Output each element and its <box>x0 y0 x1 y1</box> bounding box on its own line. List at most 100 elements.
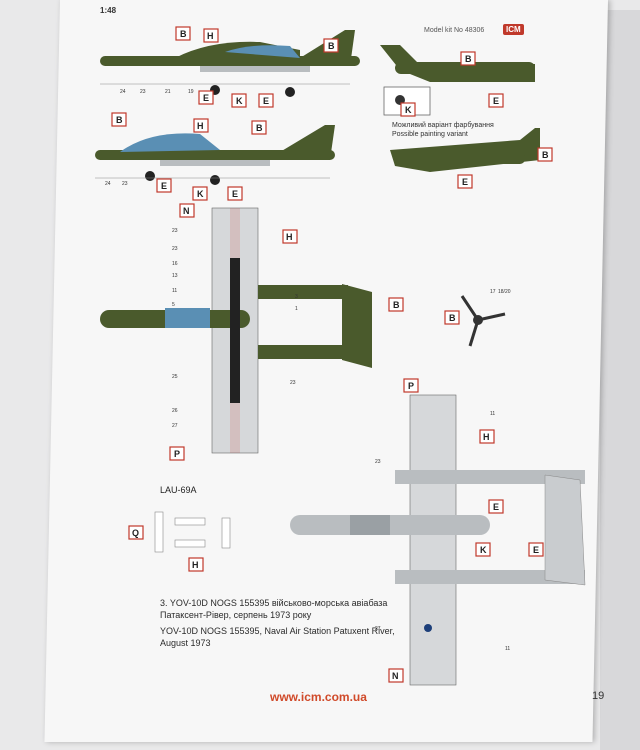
brand-logo: ICM <box>503 24 524 35</box>
caption-en-line1: YOV-10D NOGS 155395, Naval Air Station P… <box>160 626 395 636</box>
page-number: 19 <box>592 690 605 702</box>
svg-text:B: B <box>542 150 549 160</box>
svg-text:25: 25 <box>172 374 178 380</box>
callout-P-2: P <box>403 378 419 393</box>
variant-note: Можливий варіант фарбування Possible pai… <box>392 121 494 139</box>
callout-P-1: P <box>169 446 185 461</box>
variant-note-ua: Можливий варіант фарбування <box>392 122 494 129</box>
callout-N-1: N <box>179 203 195 218</box>
svg-text:1: 1 <box>295 306 298 312</box>
variant-view-1 <box>380 45 535 82</box>
svg-text:16: 16 <box>172 261 178 267</box>
svg-text:N: N <box>392 671 399 681</box>
lau-pod-detail <box>154 511 231 553</box>
svg-text:18/20: 18/20 <box>498 289 511 295</box>
callout-B-2: B <box>323 38 339 53</box>
callout-E-7: E <box>488 499 504 514</box>
svg-text:B: B <box>465 54 472 64</box>
svg-text:B: B <box>449 313 456 323</box>
callout-H-1: H <box>203 28 219 43</box>
callout-E-5: E <box>227 186 243 201</box>
svg-text:K: K <box>236 96 243 106</box>
svg-text:H: H <box>207 31 214 41</box>
callout-E-6: E <box>457 174 473 189</box>
callout-N-2: N <box>388 668 404 683</box>
side-view-right <box>95 125 335 185</box>
svg-text:24: 24 <box>105 181 111 187</box>
svg-text:21: 21 <box>165 89 171 95</box>
svg-text:E: E <box>232 189 238 199</box>
svg-text:B: B <box>180 29 187 39</box>
svg-text:Q: Q <box>132 528 139 538</box>
svg-text:B: B <box>393 300 400 310</box>
svg-text:26: 26 <box>172 408 178 414</box>
caption-ua-line2: Патаксент-Рівер, серпень 1973 року <box>160 610 312 620</box>
top-view-olive <box>100 207 372 454</box>
svg-text:B: B <box>116 115 123 125</box>
callout-B-1: B <box>175 26 191 41</box>
svg-text:E: E <box>161 181 167 191</box>
svg-text:11: 11 <box>172 288 177 294</box>
svg-text:H: H <box>197 121 204 131</box>
svg-text:E: E <box>462 177 468 187</box>
svg-text:11: 11 <box>505 646 510 652</box>
callout-B-8: B <box>444 310 460 325</box>
underlying-page <box>600 10 640 750</box>
lau-label: LAU-69A <box>160 485 197 495</box>
callout-E-4: E <box>156 178 172 193</box>
svg-text:23: 23 <box>172 246 178 252</box>
svg-text:P: P <box>174 449 180 459</box>
svg-text:E: E <box>533 545 539 555</box>
footer-url: www.icm.com.ua <box>270 690 367 704</box>
callout-K-2: K <box>400 102 416 117</box>
callout-Q: Q <box>128 525 144 540</box>
callout-E-3: E <box>488 93 504 108</box>
svg-text:19: 19 <box>188 89 194 95</box>
kit-number: Model kit No 48306 <box>424 27 485 34</box>
scheme-caption: 3. YOV-10D NOGS 155395 військово-морська… <box>160 597 400 653</box>
svg-text:23: 23 <box>375 459 381 465</box>
svg-text:B: B <box>256 123 263 133</box>
callout-B-6: B <box>537 147 553 162</box>
callout-K-3: K <box>192 186 208 201</box>
svg-text:B: B <box>328 41 335 51</box>
svg-text:27: 27 <box>172 423 178 429</box>
svg-text:23: 23 <box>140 89 146 95</box>
callout-H-2: H <box>193 118 209 133</box>
svg-text:17: 17 <box>490 289 496 295</box>
callout-K-4: K <box>475 542 491 557</box>
svg-text:H: H <box>192 560 199 570</box>
callout-B-7: B <box>388 297 404 312</box>
callout-K-1: K <box>231 93 247 108</box>
svg-text:K: K <box>405 105 412 115</box>
svg-text:23: 23 <box>290 380 296 386</box>
svg-text:24: 24 <box>120 89 126 95</box>
svg-text:N: N <box>183 206 190 216</box>
svg-text:E: E <box>203 93 209 103</box>
svg-text:E: E <box>493 502 499 512</box>
callout-H-3: H <box>282 229 298 244</box>
caption-ua-line1: 3. YOV-10D NOGS 155395 військово-морська… <box>160 598 388 608</box>
callout-B-4: B <box>111 112 127 127</box>
svg-text:H: H <box>286 232 293 242</box>
propeller-detail <box>460 295 506 347</box>
callout-H-5: H <box>188 557 204 572</box>
callout-B-5: B <box>251 120 267 135</box>
variant-note-en: Possible painting variant <box>392 131 468 138</box>
svg-text:K: K <box>197 189 204 199</box>
svg-text:11: 11 <box>490 411 495 417</box>
variant-view-2 <box>390 128 540 172</box>
svg-text:3: 3 <box>295 294 298 300</box>
svg-text:23: 23 <box>122 181 128 187</box>
svg-text:H: H <box>483 432 490 442</box>
svg-text:5: 5 <box>172 302 175 308</box>
svg-text:P: P <box>408 381 414 391</box>
callout-B-3: B <box>460 51 476 66</box>
svg-text:K: K <box>480 545 487 555</box>
callout-E-2: E <box>258 93 274 108</box>
bottom-view-grey <box>290 394 586 686</box>
side-view-left <box>100 30 360 97</box>
svg-text:27: 27 <box>375 626 381 632</box>
callout-E-8: E <box>528 542 544 557</box>
scale-label: 1:48 <box>100 6 117 15</box>
